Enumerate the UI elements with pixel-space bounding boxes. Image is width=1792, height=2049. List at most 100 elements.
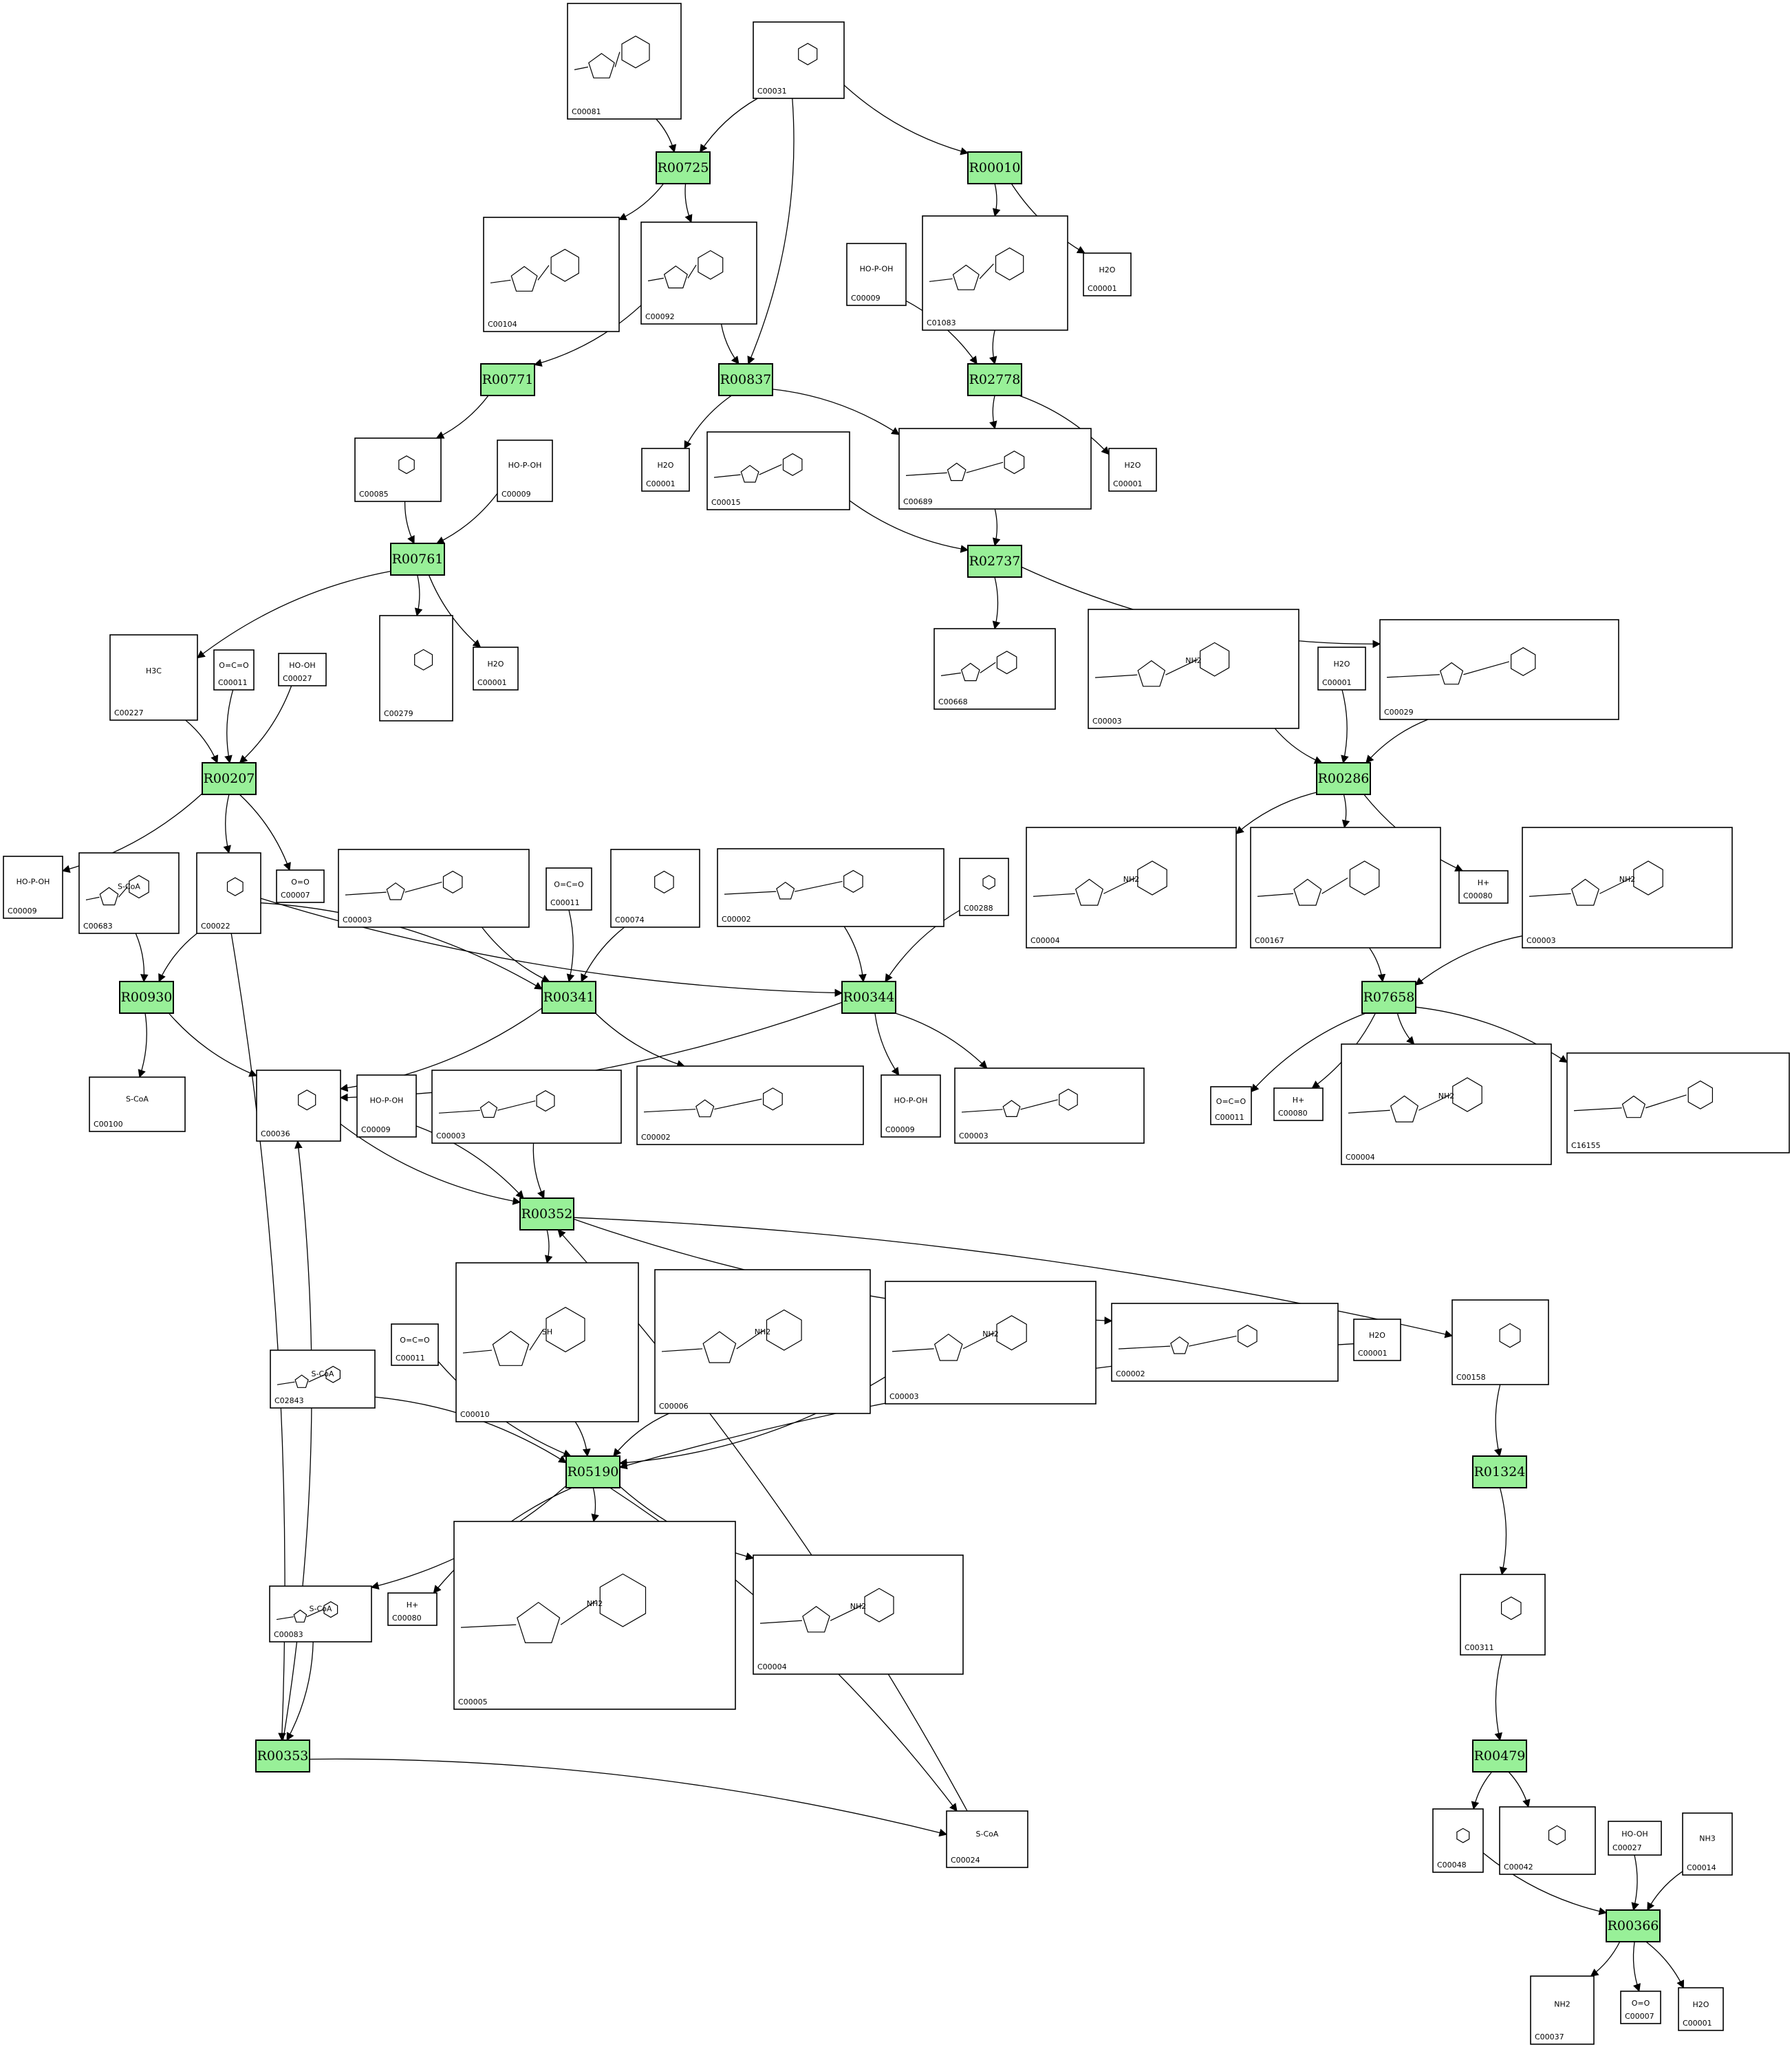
reaction-r00344[interactable]: R00344: [841, 981, 896, 1014]
edge-n_c00009b-R00761: [435, 493, 498, 544]
compound-c00031[interactable]: C00031: [753, 21, 845, 99]
ring-shape: [1499, 1323, 1521, 1348]
compound-c00002[interactable]: C00002: [1111, 1303, 1339, 1382]
reaction-r02778[interactable]: R02778: [967, 363, 1022, 396]
reaction-r00930[interactable]: R00930: [119, 981, 174, 1014]
compound-c16155[interactable]: C16155: [1566, 1052, 1790, 1153]
compound-c00048[interactable]: C00048: [1432, 1808, 1484, 1873]
reaction-r05190[interactable]: R05190: [565, 1455, 620, 1488]
reaction-r02737[interactable]: R02737: [967, 545, 1022, 578]
reaction-r00479[interactable]: R00479: [1472, 1739, 1527, 1772]
compound-c00002[interactable]: C00002: [717, 848, 944, 927]
compound-id-label: C00011: [1215, 1113, 1244, 1122]
ring-shape: [1293, 878, 1322, 906]
ring-shape: [398, 455, 415, 475]
compound-c00288[interactable]: C00288: [959, 858, 1009, 916]
reaction-r00341[interactable]: R00341: [541, 981, 596, 1014]
compound-c00036[interactable]: C00036: [256, 1070, 341, 1142]
ring-shape: [843, 869, 863, 893]
compound-c00015[interactable]: C00015: [706, 431, 850, 510]
compound-c00104[interactable]: C00104: [483, 217, 620, 332]
ring-shape: [1548, 1825, 1566, 1845]
compound-c00022[interactable]: C00022: [196, 852, 261, 934]
compound-c00042[interactable]: C00042: [1499, 1806, 1596, 1875]
compound-c00311[interactable]: C00311: [1460, 1574, 1546, 1656]
compound-c00003[interactable]: C00003: [954, 1067, 1145, 1144]
bond-line: [497, 1100, 536, 1111]
compound-c00080[interactable]: H+C00080: [387, 1592, 438, 1626]
reaction-r00286[interactable]: R00286: [1316, 762, 1371, 795]
compound-c00158[interactable]: C00158: [1451, 1299, 1549, 1385]
compound-c00002[interactable]: C00002: [636, 1065, 864, 1145]
reaction-r00207[interactable]: R00207: [202, 762, 257, 795]
reaction-r00353[interactable]: R00353: [255, 1739, 310, 1772]
reaction-r00010[interactable]: R00010: [967, 151, 1022, 184]
compound-c00279[interactable]: C00279: [379, 615, 453, 722]
compound-c00085[interactable]: C00085: [354, 437, 442, 502]
compound-id-label: C00024: [951, 1856, 980, 1865]
reaction-r01324[interactable]: R01324: [1472, 1455, 1527, 1488]
compound-formula: HO-P-OH: [894, 1096, 928, 1105]
compound-c01083[interactable]: C01083: [922, 215, 1068, 331]
compound-c00080[interactable]: H+C00080: [1458, 870, 1509, 904]
compound-c00003[interactable]: C00003: [431, 1070, 622, 1144]
compound-c00167[interactable]: C00167: [1250, 827, 1441, 948]
compound-c00081[interactable]: C00081: [567, 3, 682, 120]
reaction-r07658[interactable]: R07658: [1361, 981, 1416, 1014]
compound-c00092[interactable]: C00092: [640, 221, 757, 325]
compound-id-label: C00004: [1030, 936, 1060, 945]
reaction-r00366[interactable]: R00366: [1606, 1909, 1661, 1942]
reaction-r00837[interactable]: R00837: [718, 363, 773, 396]
ring-shape: [996, 1315, 1027, 1351]
reaction-r00771[interactable]: R00771: [480, 363, 535, 396]
compound-c00074[interactable]: C00074: [610, 849, 700, 928]
reaction-r00761[interactable]: R00761: [390, 543, 445, 576]
compound-c00029[interactable]: C00029: [1379, 619, 1619, 720]
compound-c00689[interactable]: C00689: [898, 428, 1092, 510]
compound-c00668[interactable]: C00668: [933, 628, 1056, 710]
reaction-r00352[interactable]: R00352: [519, 1197, 574, 1231]
compound-id-label: C00004: [757, 1662, 787, 1671]
bond-line: [661, 1348, 703, 1352]
compound-c00080[interactable]: H+C00080: [1273, 1087, 1324, 1121]
reaction-r00725[interactable]: R00725: [656, 151, 711, 184]
compound-c00003[interactable]: C00003: [338, 849, 530, 928]
